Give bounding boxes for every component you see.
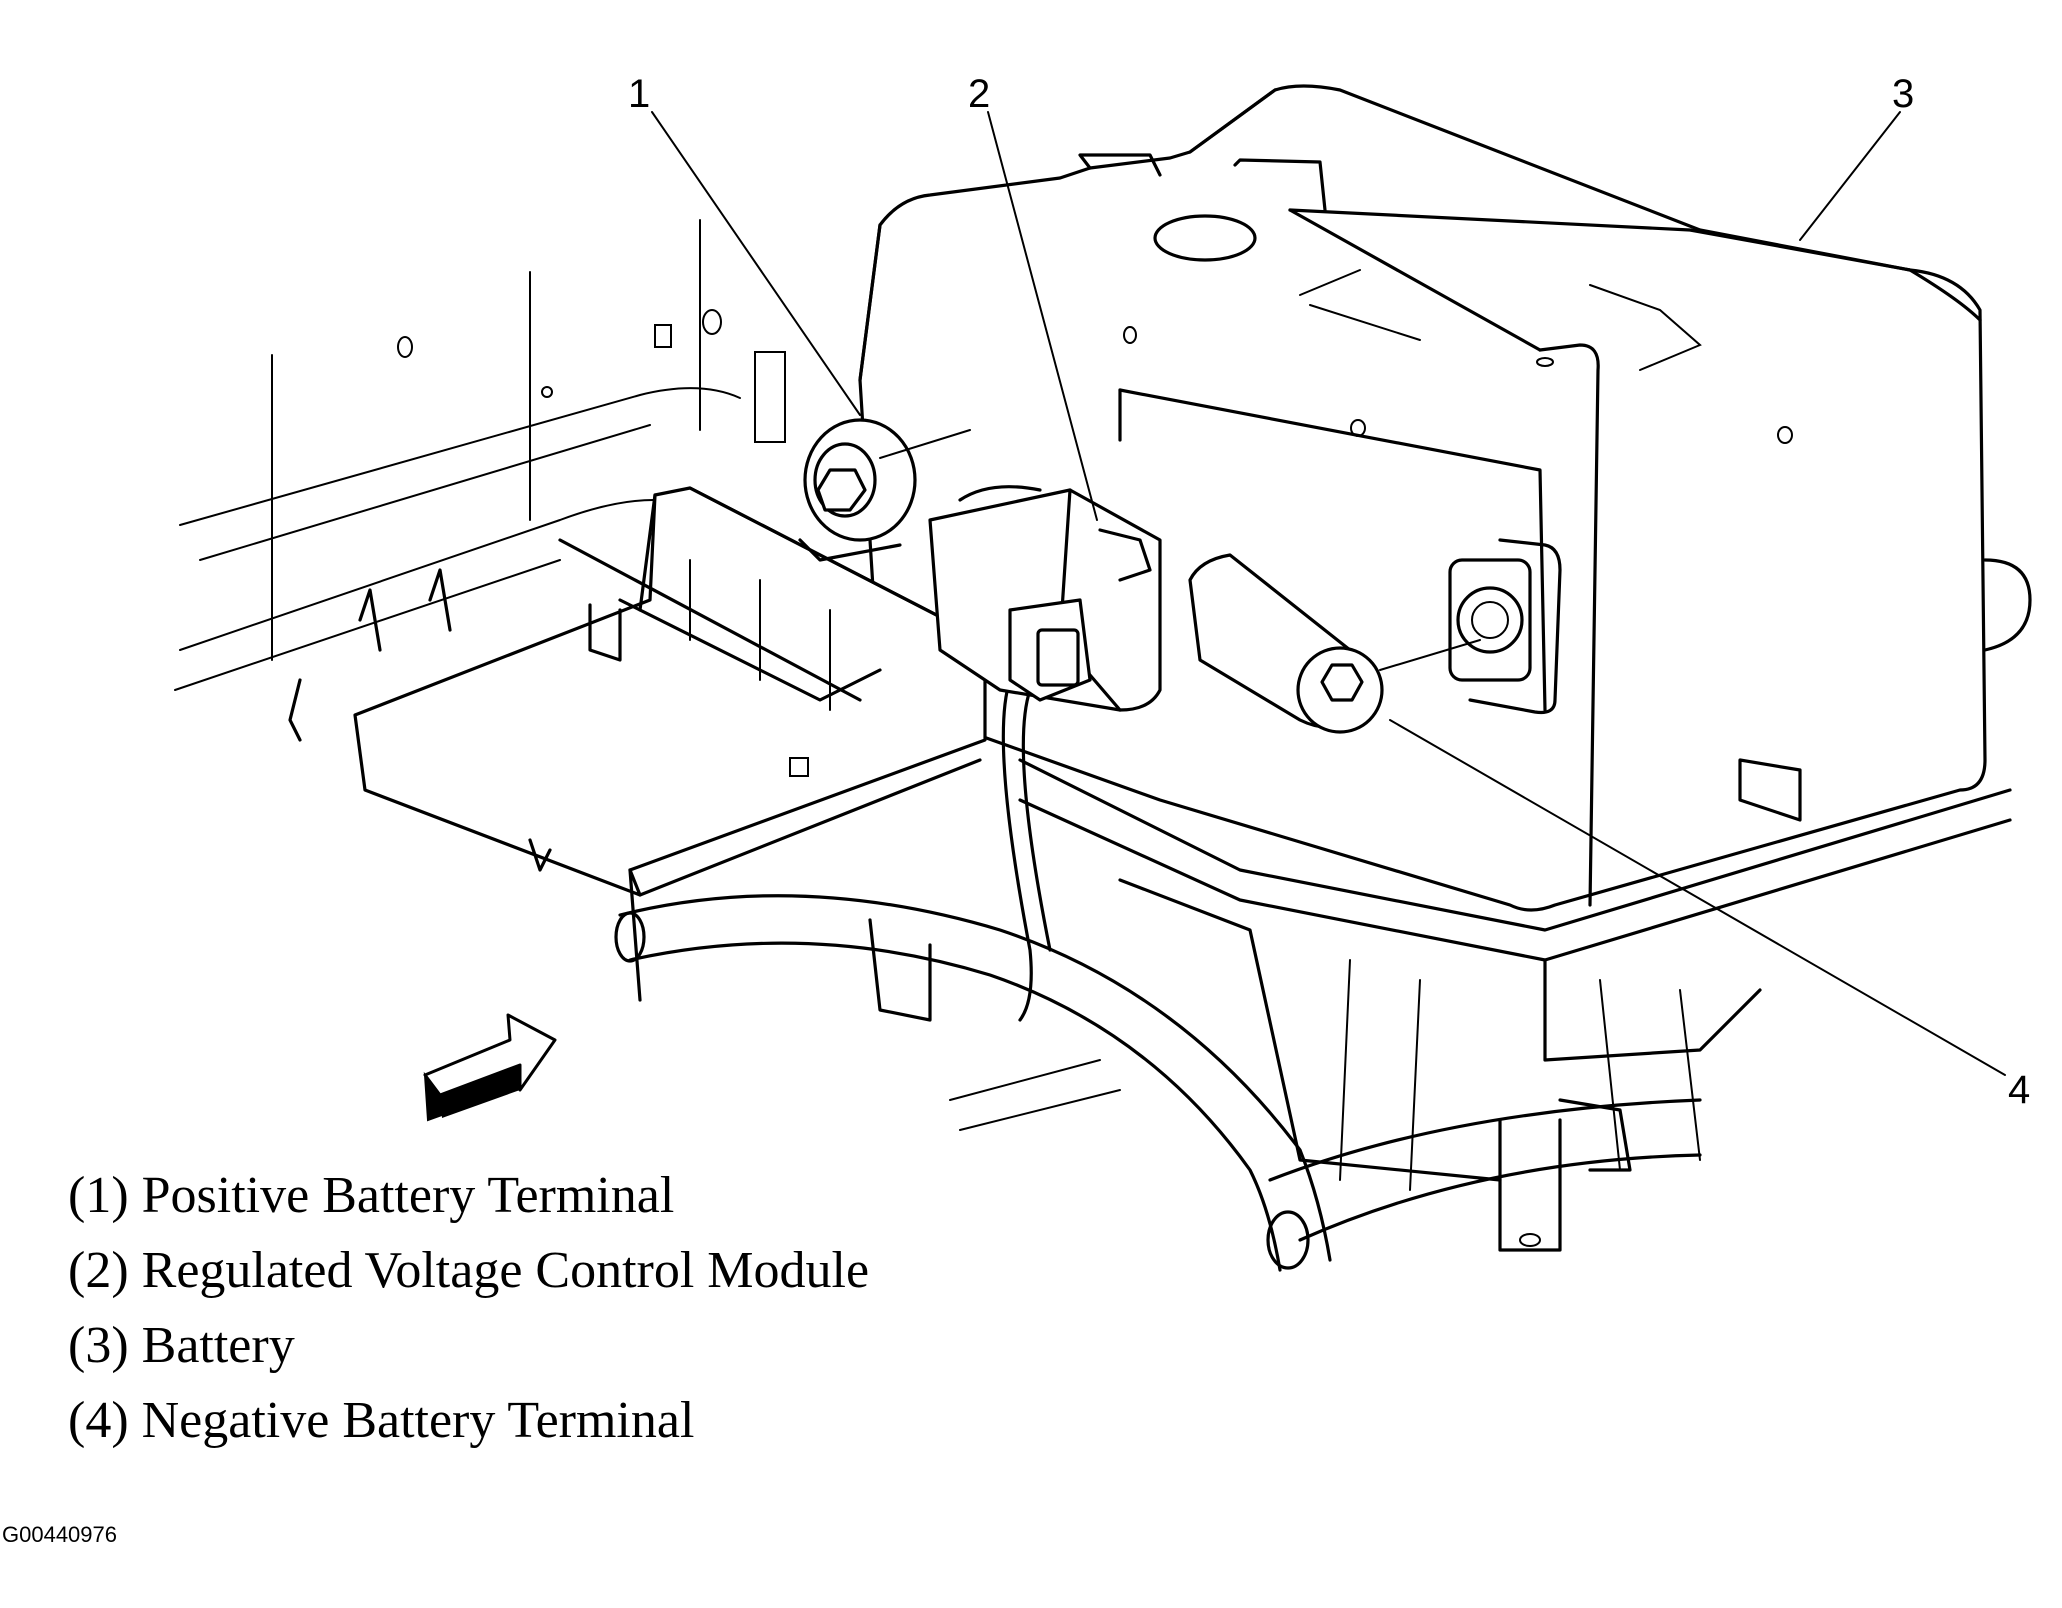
leader-line-3: [1799, 111, 1901, 241]
leader-lines: [651, 111, 2006, 1076]
legend-item-voltage-module: (2) Regulated Voltage Control Module: [68, 1242, 870, 1299]
callout-2: 2: [968, 72, 991, 116]
body-panel-structure: [174, 219, 786, 691]
callout-4: 4: [2008, 1068, 2031, 1112]
cable-drawing: [614, 678, 1702, 1272]
callout-1: 1: [628, 72, 651, 116]
negative-terminal-drawing: [1188, 553, 1481, 734]
battery-tray-drawing: [1018, 758, 2012, 1252]
positive-terminal-drawing: [798, 418, 971, 562]
legend-item-positive-terminal: (1) Positive Battery Terminal: [68, 1167, 675, 1224]
view-direction-arrow-icon: [423, 1013, 557, 1122]
legend-item-battery: (3) Battery: [68, 1317, 295, 1374]
voltage-control-module-drawing: [928, 485, 1162, 712]
leader-line-2: [987, 111, 1098, 521]
callout-3: 3: [1892, 72, 1915, 116]
fuse-block-drawing: [288, 486, 987, 1002]
leader-line-1: [651, 111, 861, 416]
figure-id: G00440976: [2, 1522, 117, 1547]
leader-line-4: [1389, 719, 2006, 1076]
legend: (1) Positive Battery Terminal (2) Regula…: [68, 1158, 869, 1458]
legend-item-negative-terminal: (4) Negative Battery Terminal: [68, 1392, 695, 1449]
